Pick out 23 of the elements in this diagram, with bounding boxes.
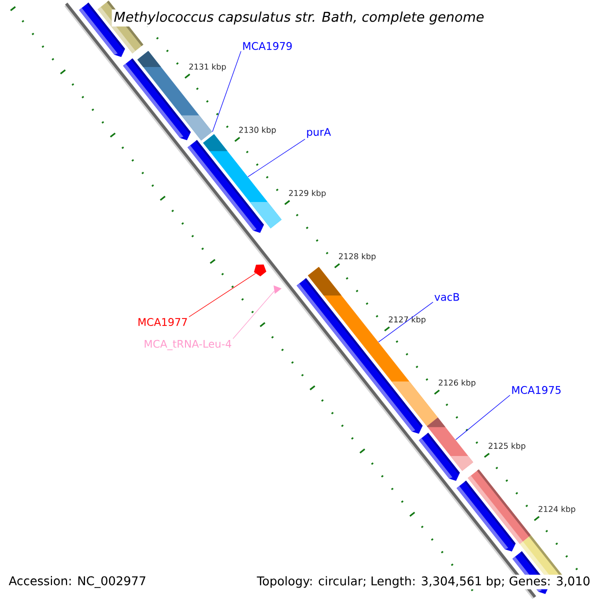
gene-label: MCA1979 [243, 42, 292, 50]
gene-marker [254, 264, 266, 276]
gene-label: vacB [434, 293, 460, 301]
leader-line [248, 138, 306, 178]
gene-label: MCA_tRNA-Leu-4 [144, 340, 232, 350]
gene-label: MCA1977 [138, 318, 187, 326]
scale-label: 2131 kbp [189, 63, 226, 72]
title: Methylococcus capsulatus str. Bath, complete genome [112, 9, 486, 27]
footer-text: Topology: circular; Length: 3,304,561 bp; Genes: 3,010 [255, 574, 592, 590]
gene-label: MCA1975 [512, 386, 561, 394]
leader-line [232, 290, 274, 339]
leader-line [188, 273, 256, 318]
leader-line [455, 394, 510, 440]
gene-block [203, 134, 282, 228]
gene-block [426, 418, 474, 471]
scale-label: 2130 kbp [239, 126, 276, 134]
gene-block [137, 50, 212, 140]
leader-line [378, 302, 434, 342]
scale-label: 2127 kbp [388, 316, 426, 324]
gene-label: purA [307, 128, 331, 138]
footer-text: Accession: NC_002977 [7, 574, 148, 590]
scale-label: 2124 kbp [538, 506, 576, 514]
gene-marker [274, 285, 282, 294]
